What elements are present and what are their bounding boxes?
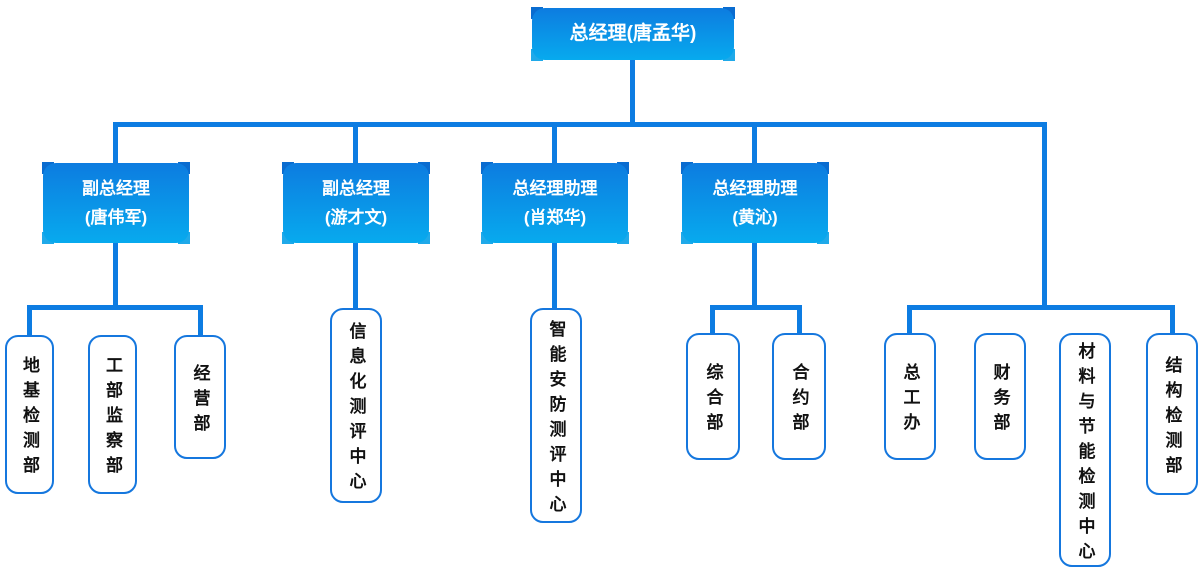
connector-main-bar bbox=[113, 122, 1047, 127]
dept-label: 信息化测评中心 bbox=[346, 322, 366, 497]
org-node-gm-assistant-1: 总经理助理 (肖郑华) bbox=[481, 162, 629, 244]
connector-root-drop bbox=[630, 58, 635, 124]
node-label: 总经理(唐孟华) bbox=[569, 23, 697, 44]
org-node-dept-operations: 经营部 bbox=[174, 335, 226, 459]
dept-label: 材料与节能检测中心 bbox=[1075, 341, 1095, 567]
node-background bbox=[532, 8, 734, 60]
dept-label: 经营部 bbox=[190, 363, 210, 439]
dept-label: 地基检测部 bbox=[20, 356, 39, 481]
connector-bar-group-d bbox=[710, 305, 802, 310]
node-label: 副总经理 (唐伟军) bbox=[43, 163, 189, 243]
node-background bbox=[682, 163, 828, 243]
connector-drop-dept-zonggongban bbox=[907, 308, 912, 334]
node-label: 副总经理 (游才文) bbox=[283, 163, 429, 243]
connector-bar-group-e bbox=[907, 305, 1175, 310]
connector-drop-manager-3 bbox=[552, 126, 557, 164]
connector-drop-dept-zhineng bbox=[552, 242, 557, 309]
connector-drop-manager-2 bbox=[353, 126, 358, 164]
org-node-dept-informatization-center: 信息化测评中心 bbox=[330, 308, 382, 503]
org-node-dept-finance: 财务部 bbox=[974, 333, 1026, 460]
node-label: 总经理助理 (黄沁) bbox=[682, 163, 828, 243]
connector-drop-manager-4 bbox=[752, 126, 757, 164]
org-node-deputy-gm-2: 副总经理 (游才文) bbox=[282, 162, 430, 244]
dept-label: 综合部 bbox=[703, 363, 723, 438]
connector-drop-dept-xinxihua bbox=[353, 242, 358, 309]
org-node-dept-structure-testing: 结构检测部 bbox=[1146, 333, 1198, 495]
node-background bbox=[283, 163, 429, 243]
connector-drop-dept-jingying bbox=[198, 308, 203, 336]
connector-drop-dept-zonghe bbox=[710, 308, 715, 334]
connector-bar-group-a bbox=[27, 305, 203, 310]
dept-label: 智能安防测评中心 bbox=[546, 319, 566, 520]
org-node-dept-foundation-testing: 地基检测部 bbox=[5, 335, 54, 494]
dept-label: 合约部 bbox=[789, 363, 809, 438]
connector-drop-right-group bbox=[1042, 126, 1047, 310]
node-title: 副总经理 bbox=[82, 179, 150, 198]
node-person: (游才文) bbox=[324, 208, 388, 227]
org-node-dept-general-affairs: 综合部 bbox=[686, 333, 740, 460]
node-person: (肖郑华) bbox=[523, 208, 587, 227]
connector-stem-group-a bbox=[113, 242, 118, 306]
node-title: 总经理助理 bbox=[512, 179, 598, 198]
dept-label: 财务部 bbox=[990, 363, 1010, 438]
node-person: (黄沁) bbox=[732, 208, 778, 227]
node-background bbox=[43, 163, 189, 243]
org-node-general-manager: 总经理(唐孟华) bbox=[531, 7, 735, 61]
dept-label: 结构检测部 bbox=[1162, 355, 1182, 481]
node-label: 总经理助理 (肖郑华) bbox=[482, 163, 628, 243]
org-node-dept-chief-engineer-office: 总工办 bbox=[884, 333, 936, 460]
connector-drop-dept-heyue bbox=[797, 308, 802, 334]
org-node-dept-works-supervision: 工部监察部 bbox=[88, 335, 137, 494]
org-node-dept-contracts: 合约部 bbox=[772, 333, 826, 460]
node-title: 总经理助理 bbox=[712, 179, 798, 198]
org-node-dept-smart-security-center: 智能安防测评中心 bbox=[530, 308, 582, 523]
connector-stem-group-d bbox=[752, 242, 757, 306]
org-node-dept-materials-energy-center: 材料与节能检测中心 bbox=[1059, 333, 1111, 567]
org-node-gm-assistant-2: 总经理助理 (黄沁) bbox=[681, 162, 829, 244]
node-title: 副总经理 bbox=[322, 179, 390, 198]
connector-drop-dept-jiegou bbox=[1170, 308, 1175, 334]
connector-drop-manager-1 bbox=[113, 126, 118, 164]
connector-drop-dept-dijian bbox=[27, 308, 32, 336]
node-background bbox=[482, 163, 628, 243]
dept-label: 工部监察部 bbox=[103, 356, 122, 481]
dept-label: 总工办 bbox=[900, 363, 920, 438]
org-node-deputy-gm-1: 副总经理 (唐伟军) bbox=[42, 162, 190, 244]
node-person: (唐伟军) bbox=[84, 208, 148, 227]
